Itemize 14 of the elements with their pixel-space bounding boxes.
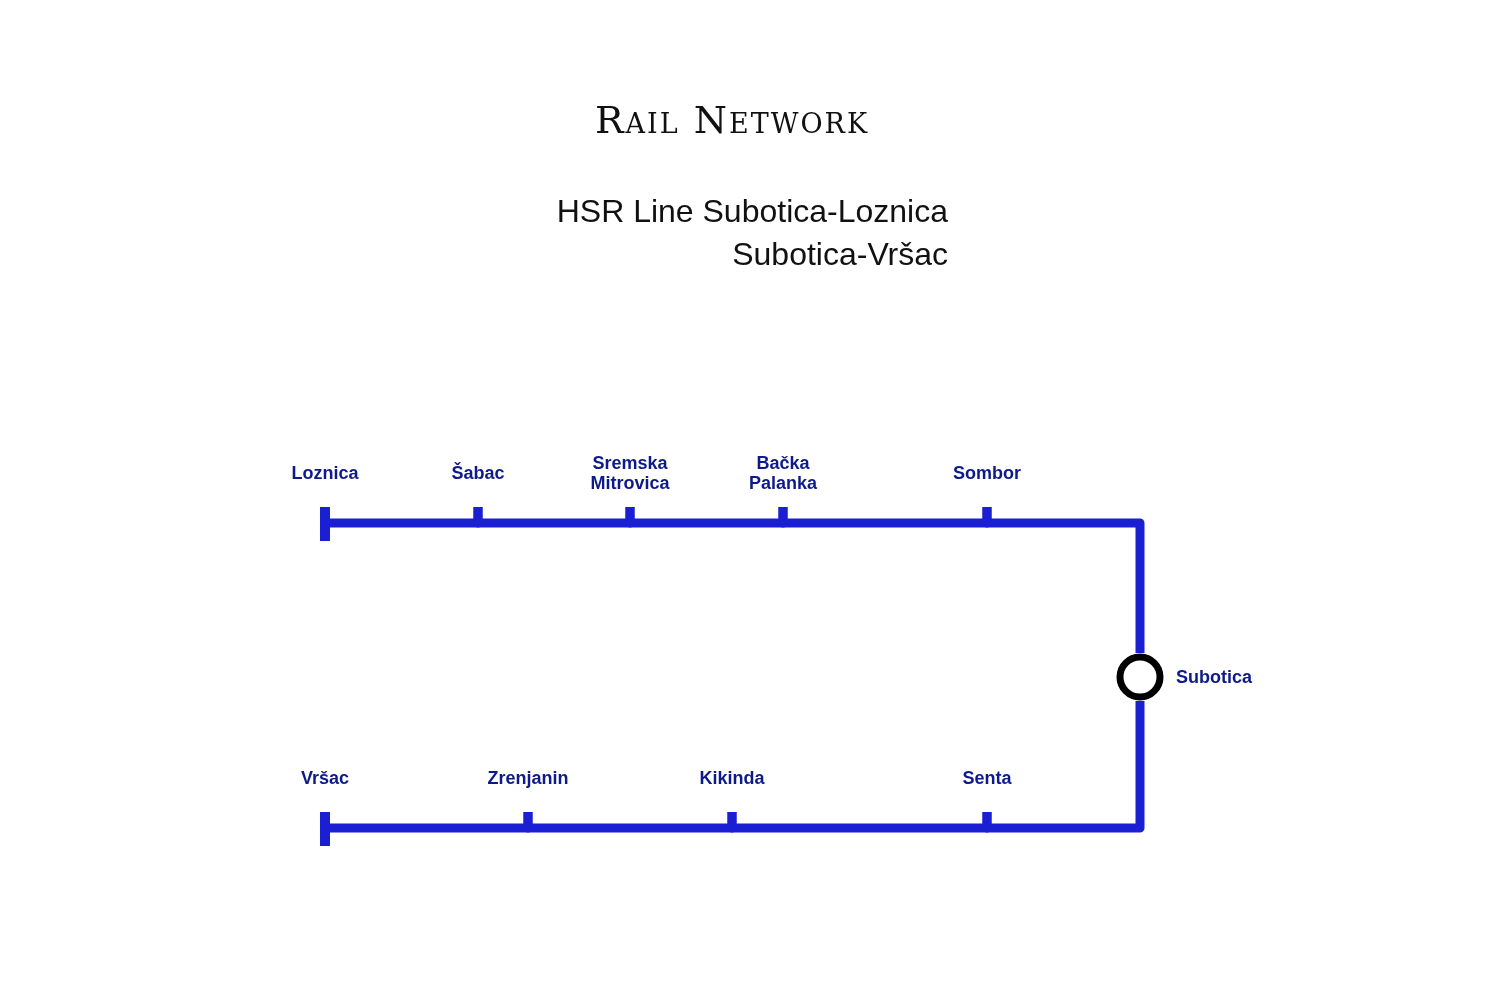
station-name: Subotica bbox=[1176, 666, 1252, 688]
station-name: Senta bbox=[962, 768, 1012, 788]
rail-line bbox=[320, 812, 533, 846]
station-name: Bačka Palanka bbox=[747, 453, 818, 493]
rail-line bbox=[982, 507, 1145, 653]
station-name: Zrenjanin bbox=[487, 768, 569, 788]
line-subtitle: HSR Line Subotica-Loznica Subotica-Vršac bbox=[555, 192, 948, 274]
station-name: Loznica bbox=[291, 463, 359, 483]
station-name: Kikinda bbox=[699, 768, 765, 788]
station-name: Šabac bbox=[451, 463, 505, 483]
station-name: Vršac bbox=[300, 768, 350, 788]
station-name: Sremska Mitrovica bbox=[589, 453, 671, 493]
station-name: Sombor bbox=[953, 463, 1021, 483]
diagram-title: Rail Network bbox=[593, 98, 871, 142]
